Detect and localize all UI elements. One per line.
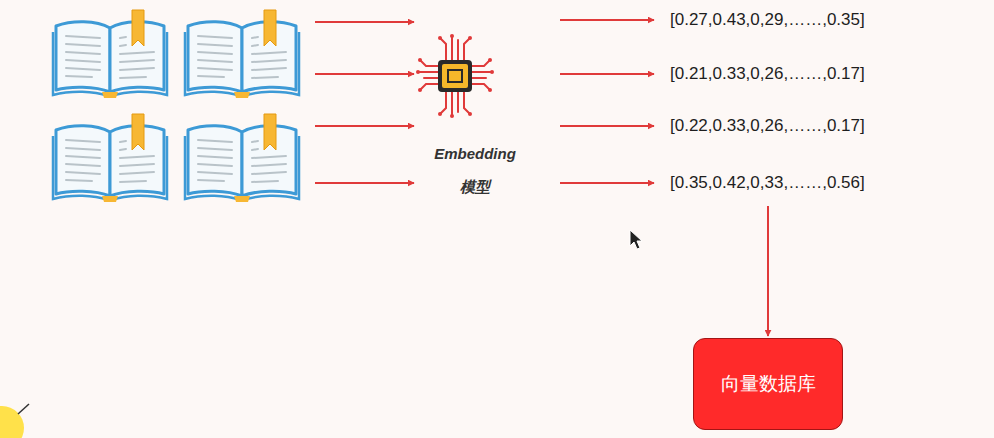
model-label: Embedding 模型 [430, 137, 520, 203]
vector-values: [0.27,0.43,0,29,……,0.35] [670, 9, 865, 31]
chip-icon [416, 34, 494, 118]
database-box: 向量数据库 [693, 338, 843, 430]
book-icon [185, 10, 299, 98]
vector-values: [0.35,0.42,0,33,……,0.56] [670, 172, 865, 194]
corner-mark [18, 404, 29, 414]
model-name: Embedding 模型 [430, 137, 520, 203]
mouse-cursor [630, 230, 642, 249]
book-icon [185, 114, 299, 202]
vector-values: [0.22,0.33,0,26,……,0.17] [670, 115, 865, 137]
box-text: 向量数据库 [721, 372, 816, 396]
book-icon [53, 10, 167, 98]
input-arrows [315, 22, 414, 183]
corner-dot [0, 406, 24, 438]
vector-values: [0.21,0.33,0,26,……,0.17] [670, 63, 865, 85]
book-icon [53, 114, 167, 202]
books [53, 10, 299, 202]
